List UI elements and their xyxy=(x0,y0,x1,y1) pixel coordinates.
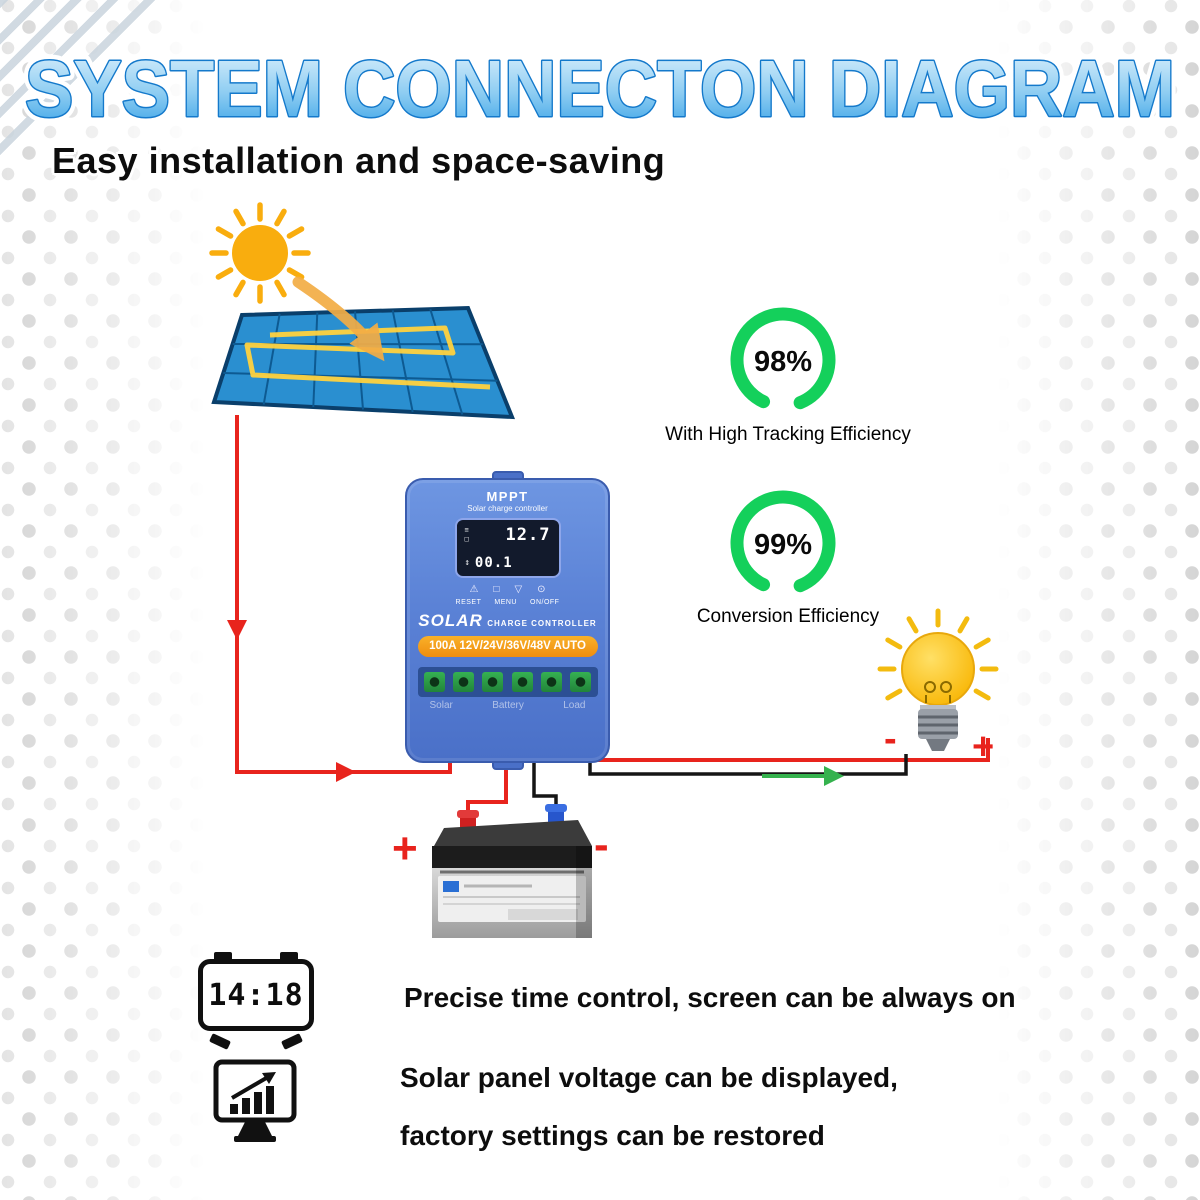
tracking-efficiency-value: 98% xyxy=(754,346,812,378)
lcd-pv-voltage: 12.7 xyxy=(505,525,551,545)
page-title-casing: SYSTEM CONNECTON DIAGRAM xyxy=(25,44,1175,133)
subtitle: Easy installation and space-saving xyxy=(52,140,666,181)
clock-button-right xyxy=(280,952,298,961)
terminal-strip xyxy=(417,667,598,697)
terminal-screw-load-1 xyxy=(541,672,563,692)
battery xyxy=(432,804,592,938)
arrow-down-icon: ▽ xyxy=(514,584,523,595)
bulb-rays xyxy=(877,608,999,701)
clock-foot-left xyxy=(209,1033,231,1050)
bulb-minus-sign: - xyxy=(884,718,897,760)
feature-voltage-display-text: Solar panel voltage can be displayed, xyxy=(400,1062,898,1093)
controller-rating-band: 100A 12V/24V/36V/48V AUTO xyxy=(417,636,598,657)
battery-plus-sign: + xyxy=(392,824,418,873)
lcd-updown-icon: ↕ xyxy=(464,558,470,568)
bulb-filament xyxy=(924,681,952,703)
feature-factory-reset-text: factory settings can be restored xyxy=(400,1120,825,1151)
controller-brand-sub: Solar charge controller xyxy=(467,504,548,513)
terminal-screw-solar-1 xyxy=(423,672,445,692)
conversion-efficiency-ring: 99% xyxy=(730,490,836,596)
controller-lcd: ≡ □ 12.7 ↕ 00.1 xyxy=(454,518,561,578)
wire-battery-red xyxy=(466,742,508,812)
lcd-current-value: 00.1 xyxy=(474,555,513,571)
terminal-labels: Solar Battery Load xyxy=(429,700,586,711)
charge-controller: MPPT Solar charge controller ≡ □ 12.7 ↕ … xyxy=(405,471,610,770)
lcd-status-icons: ≡ □ xyxy=(464,526,469,543)
warning-icon: ⚠ xyxy=(469,584,479,595)
onoff-button-label[interactable]: ON/OFF xyxy=(530,599,560,606)
conversion-efficiency-value: 99% xyxy=(754,529,812,561)
controller-indicator-icons: ⚠ □ ▽ ⊙ xyxy=(407,584,608,595)
terminal-screw-battery-1 xyxy=(482,672,504,692)
wire-battery-black xyxy=(532,742,558,806)
reset-button-label[interactable]: RESET xyxy=(455,599,482,606)
conversion-efficiency-caption: Conversion Efficiency xyxy=(696,606,880,627)
clock-display: 14:18 xyxy=(198,959,314,1031)
controller-buttons: RESET MENU ON/OFF xyxy=(407,599,608,606)
tracking-efficiency-caption: With High Tracking Efficiency xyxy=(665,424,911,445)
battery-label-logo xyxy=(443,881,459,892)
sun-icon xyxy=(209,202,311,304)
menu-button-label[interactable]: MENU xyxy=(494,599,517,606)
tracking-efficiency-ring: 98% xyxy=(730,307,836,413)
dot-pattern-right xyxy=(995,0,1200,1200)
clock-button-left xyxy=(214,952,232,961)
sun-to-panel-arrow xyxy=(292,276,385,362)
power-icon: ⊙ xyxy=(537,584,546,595)
controller-product-name: SOLAR CHARGE CONTROLLER xyxy=(418,611,597,630)
feature-time-control-text: Precise time control, screen can be alwa… xyxy=(404,982,1016,1013)
terminal-screw-solar-2 xyxy=(452,672,474,692)
battery-icon: □ xyxy=(493,584,500,595)
digital-clock-icon: 14:18 xyxy=(198,952,314,1050)
dot-pattern-left xyxy=(0,0,205,1200)
page-title: SYSTEM CONNECTON DIAGRAM xyxy=(25,44,1175,133)
bulb-plus-sign: + xyxy=(972,726,995,768)
controller-body: MPPT Solar charge controller ≡ □ 12.7 ↕ … xyxy=(405,478,610,763)
terminal-screw-load-2 xyxy=(570,672,592,692)
battery-minus-sign: - xyxy=(594,820,609,869)
controller-brand: MPPT xyxy=(486,489,529,504)
clock-foot-right xyxy=(281,1033,303,1050)
light-bulb xyxy=(877,608,999,751)
terminal-screw-battery-2 xyxy=(511,672,533,692)
title-banner: SYSTEM CONNECTON DIAGRAM SYSTEM CONNECTO… xyxy=(20,38,1180,139)
chart-monitor-icon xyxy=(213,1059,297,1142)
